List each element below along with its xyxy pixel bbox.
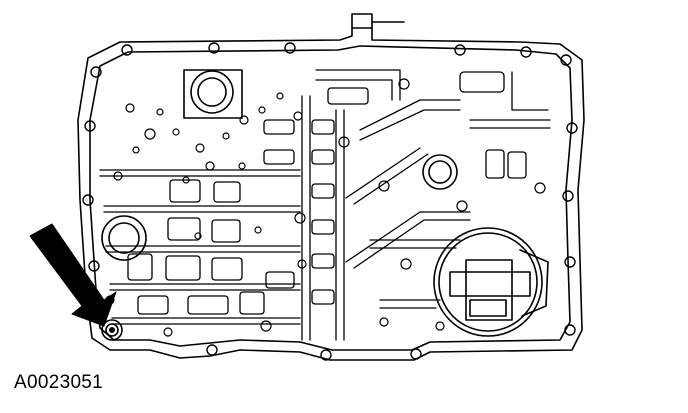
top-tab — [351, 13, 373, 29]
servo-bore — [433, 227, 549, 337]
right-passages — [315, 69, 551, 309]
gasket-outline — [77, 27, 585, 361]
left-bore — [101, 215, 147, 261]
left-valve-block — [99, 169, 301, 325]
perimeter-bolt-holes — [82, 42, 578, 361]
center-valve-columns — [263, 95, 345, 341]
gasket-inner-outline — [89, 45, 573, 351]
figure-id-label: A0023051 — [14, 372, 104, 393]
indicated-bolt — [101, 319, 123, 341]
center-bore — [422, 154, 458, 190]
upper-accumulator-bore — [183, 69, 243, 119]
arrow-icon — [29, 223, 117, 327]
small-holes — [105, 78, 546, 337]
callout-arrow — [29, 223, 117, 327]
